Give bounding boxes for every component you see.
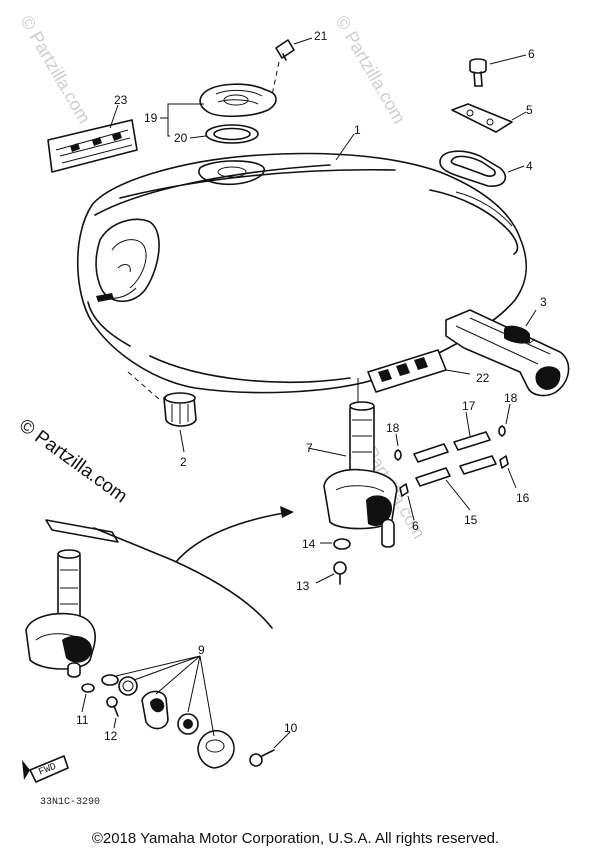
callout-15: 15	[464, 513, 478, 527]
part-9-kit	[101, 655, 235, 769]
part-12-screw	[106, 696, 119, 729]
fwd-arrow: FWD	[22, 755, 69, 783]
fwd-label: FWD	[37, 762, 58, 779]
part-2-drain-cap	[127, 371, 197, 453]
callout-5: 5	[526, 103, 533, 117]
part-18-clip-right	[498, 403, 511, 437]
callout-23: 23	[114, 93, 128, 107]
part-16-clip	[499, 455, 517, 489]
callout-6: 6	[528, 47, 535, 61]
copyright-notice: ©2018 Yamaha Motor Corporation, U.S.A. A…	[91, 830, 500, 847]
part-10-screw	[249, 731, 291, 767]
part-20-gasket	[205, 124, 259, 144]
part-6-bolt-top	[469, 54, 527, 87]
callout-6b: 6	[412, 519, 419, 533]
callout-22: 22	[476, 371, 490, 385]
leader-19	[160, 103, 204, 137]
callout-19: 19	[144, 111, 158, 125]
callout-4: 4	[526, 159, 533, 173]
indicator-arrow	[93, 506, 294, 629]
callout-18-left: 18	[386, 421, 400, 435]
part-11-oring	[81, 683, 95, 713]
callout-13: 13	[296, 579, 310, 593]
part-7-fuel-cock	[307, 378, 398, 548]
callout-12: 12	[104, 729, 118, 743]
part-19-cap-cover	[199, 83, 277, 118]
exploded-fuel-cock	[25, 519, 119, 678]
callout-1: 1	[354, 123, 361, 137]
part-5-plate	[451, 103, 527, 133]
part-18-clip-left	[394, 433, 402, 461]
callout-21: 21	[314, 29, 328, 43]
leader-1	[335, 133, 355, 161]
part-3-mount	[445, 309, 570, 397]
callout-20: 20	[174, 131, 188, 145]
watermark-faint: © Partzilla.com	[332, 12, 410, 127]
part-22-decal	[367, 349, 471, 393]
part-1-fuel-tank	[76, 152, 528, 394]
callout-18-right: 18	[504, 391, 518, 405]
callout-10: 10	[284, 721, 298, 735]
diagram-code: 33N1C-3290	[40, 797, 100, 808]
callout-17: 17	[462, 399, 476, 413]
part-13-screw	[315, 561, 347, 585]
callout-9: 9	[198, 643, 205, 657]
part-14-washer	[320, 538, 351, 550]
part-4-damper	[439, 150, 525, 187]
part-15-hose	[415, 455, 497, 511]
callout-11: 11	[76, 713, 89, 727]
watermark-faint: © Partzilla.com	[17, 12, 95, 127]
part-17-hose	[413, 411, 491, 463]
callout-14: 14	[302, 537, 316, 551]
callout-2: 2	[180, 455, 187, 469]
watermark-main: © Partzilla.com	[15, 415, 131, 507]
part-23-decal	[47, 104, 138, 173]
callout-3: 3	[540, 295, 547, 309]
part-21-screw	[271, 37, 313, 96]
leader-20	[189, 135, 207, 139]
callout-labels: 1 2 3 4 5 6 6 7 9 10 11 12 13 14 15 16 1…	[76, 29, 547, 743]
part-6-clip	[399, 483, 415, 521]
callout-16: 16	[516, 491, 530, 505]
callout-7: 7	[306, 441, 313, 455]
